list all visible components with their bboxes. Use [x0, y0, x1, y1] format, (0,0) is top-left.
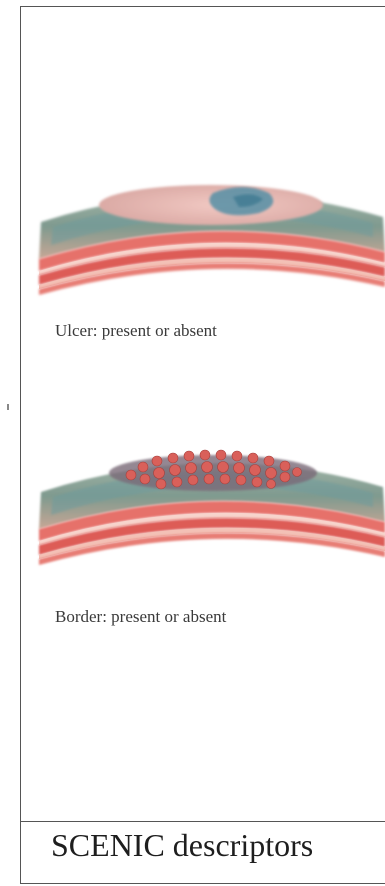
border-illustration [33, 437, 385, 572]
ulcer-illustration [33, 167, 385, 302]
stray-mark [7, 404, 9, 410]
footer-divider [21, 821, 385, 822]
border-caption: Border: present or absent [55, 607, 226, 627]
ulcer-caption: Ulcer: present or absent [55, 321, 217, 341]
ulcer-skin-section [33, 167, 385, 302]
border-skin-section [33, 437, 385, 572]
ulcer-bed [99, 185, 323, 225]
footer-title: SCENIC descriptors [51, 827, 313, 864]
figure-panel: Ulcer: present or absent [20, 6, 385, 884]
